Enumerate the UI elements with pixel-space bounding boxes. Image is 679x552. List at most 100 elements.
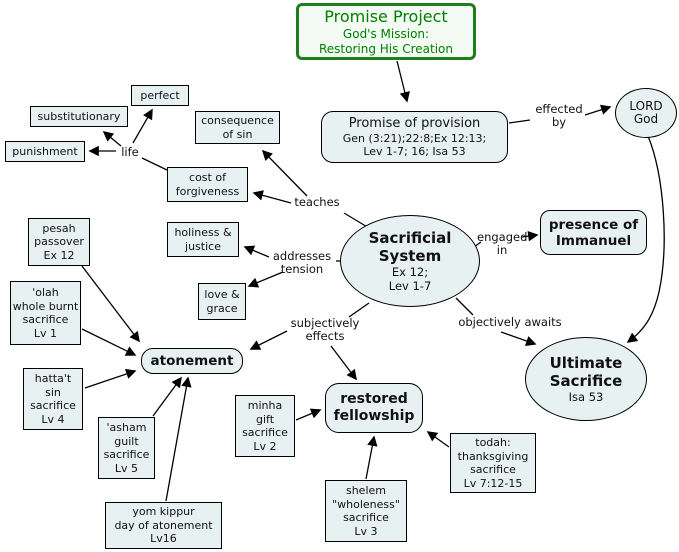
link-label-objectively-awaits[interactable]: objectively awaits: [455, 316, 565, 329]
node-todah-thanksgiving[interactable]: todah: thanksgiving sacrifice Lv 7:12-15: [450, 433, 536, 493]
edge-sacrificial-to-objectively: [455, 297, 474, 316]
link-label-subjectively-effects[interactable]: subjectively effects: [286, 317, 364, 343]
link-label-text: in: [496, 243, 508, 257]
node-text: substitutionary: [37, 109, 121, 123]
node-text: God's Mission:: [342, 26, 430, 41]
node-text: sin: [45, 385, 61, 399]
node-text: Isa 53: [568, 390, 604, 404]
link-label-addresses-tension[interactable]: addresses tension: [268, 250, 336, 276]
link-label-effected-by[interactable]: effected by: [531, 103, 587, 129]
node-lord-god[interactable]: LORD God: [615, 88, 677, 138]
edge-hattat-to-atonement: [84, 368, 137, 389]
node-minha-gift[interactable]: minha gift sacrifice Lv 2: [235, 395, 295, 457]
edge-sacrificial-to-subjectively: [348, 302, 370, 318]
node-asham-guilt[interactable]: 'asham guilt sacrifice Lv 5: [98, 417, 155, 479]
node-text: hatta't: [34, 372, 72, 385]
node-text: Lv 4: [41, 412, 65, 426]
node-text: Promise Project: [324, 6, 448, 26]
link-label-teaches[interactable]: teaches: [290, 196, 344, 209]
node-text: grace: [206, 301, 238, 315]
node-text: presence of: [548, 216, 639, 233]
node-text: Sacrifice: [549, 372, 623, 390]
edge-teaches-to-cost: [252, 190, 292, 204]
node-text: whole burnt: [12, 299, 79, 313]
link-label-text: by: [551, 115, 567, 129]
node-love-grace[interactable]: love & grace: [198, 283, 246, 320]
node-text: thanksgiving: [457, 449, 529, 463]
node-presence-of-immanuel[interactable]: presence of Immanuel: [540, 210, 647, 255]
edge-pesah-to-atonement: [81, 265, 140, 343]
node-substitutionary[interactable]: substitutionary: [30, 106, 128, 127]
node-text: Restoring His Creation: [319, 41, 453, 56]
link-label-text: objectively awaits: [458, 315, 562, 329]
edge-yomkippur-to-atonement: [165, 376, 192, 502]
edge-life-to-substitutionary: [102, 131, 122, 147]
node-promise-project[interactable]: Promise Project God's Mission: Restoring…: [296, 3, 476, 60]
node-text: 'olah: [32, 286, 59, 299]
node-text: Lv 3: [354, 524, 378, 538]
node-ultimate-sacrifice[interactable]: Ultimate Sacrifice Isa 53: [525, 337, 647, 421]
node-text: Lv 5: [114, 461, 139, 475]
node-text: cost of: [189, 171, 226, 184]
node-text: Promise of provision: [348, 115, 481, 131]
node-hattat-sin[interactable]: hatta't sin sacrifice Lv 4: [23, 368, 83, 430]
node-holiness-justice[interactable]: holiness & justice: [167, 222, 239, 257]
edge-objectively-to-ultimate: [500, 331, 537, 346]
node-text: Ex 12: [43, 248, 75, 262]
node-text: Gen (3:21);22:8;Ex 12:13;: [342, 131, 487, 145]
link-label-engaged-in[interactable]: engaged in: [477, 231, 527, 257]
node-text: shelem: [345, 484, 386, 497]
node-restored-fellowship[interactable]: restored fellowship: [325, 383, 423, 433]
node-text: Ultimate: [549, 354, 623, 372]
edge-life-to-perfect: [132, 108, 153, 144]
node-text: sacrifice: [242, 426, 288, 439]
edge-cost-to-life: [141, 157, 168, 171]
node-promise-of-provision[interactable]: Promise of provision Gen (3:21);22:8;Ex …: [321, 111, 508, 163]
edge-subjectively-to-restored: [330, 345, 357, 381]
node-punishment[interactable]: punishment: [5, 141, 85, 162]
node-text: Lv 7:12-15: [463, 476, 523, 490]
node-text: todah:: [475, 436, 511, 449]
node-text: holiness &: [174, 226, 232, 239]
edge-subjectively-to-atonement: [249, 330, 288, 350]
node-text: Lv 1: [33, 326, 58, 340]
link-label-text: effects: [305, 329, 345, 343]
link-label-text: life: [121, 145, 139, 159]
link-label-life[interactable]: life: [117, 146, 143, 159]
edge-project-to-provision: [396, 60, 410, 103]
node-text: sacrifice: [103, 448, 150, 461]
node-atonement[interactable]: atonement: [141, 348, 243, 374]
node-text: justice: [185, 239, 221, 253]
node-text: guilt: [114, 434, 139, 448]
node-text: LORD: [629, 98, 663, 113]
node-text: God: [633, 112, 659, 126]
node-text: punishment: [12, 144, 78, 158]
node-perfect[interactable]: perfect: [131, 85, 189, 106]
node-text: gift: [255, 412, 275, 426]
node-olah-whole-burnt[interactable]: 'olah whole burnt sacrifice Lv 1: [10, 281, 81, 345]
node-text: day of atonement: [114, 518, 213, 532]
edge-shelem-to-restored: [365, 435, 378, 480]
node-text: System: [378, 247, 442, 265]
node-text: consequence: [201, 114, 274, 127]
node-cost-of-forgiveness[interactable]: cost of forgiveness: [167, 167, 248, 202]
node-text: of sin: [222, 127, 253, 141]
link-label-text: subjectively: [290, 316, 360, 330]
node-yom-kippur[interactable]: yom kippur day of atonement Lv16: [105, 502, 222, 549]
node-pesah-passover[interactable]: pesah passover Ex 12: [28, 218, 90, 266]
node-text: Lv 2: [253, 439, 277, 453]
node-sacrificial-system[interactable]: Sacrificial System Ex 12; Lev 1-7: [340, 215, 480, 307]
link-label-text: effected: [535, 102, 583, 116]
node-text: passover: [34, 235, 84, 249]
node-text: yom kippur: [132, 505, 195, 519]
edge-olah-to-atonement: [81, 328, 137, 356]
node-text: minha: [247, 399, 283, 412]
node-text: sacrifice: [22, 313, 69, 326]
node-text: perfect: [140, 88, 180, 102]
node-consequence-of-sin[interactable]: consequence of sin: [195, 111, 280, 144]
edge-effectedby-to-lordgod: [584, 104, 612, 116]
node-text: atonement: [150, 353, 234, 369]
node-text: Immanuel: [555, 232, 632, 249]
node-shelem-wholeness[interactable]: shelem "wholeness" sacrifice Lv 3: [325, 480, 407, 542]
node-text: fellowship: [333, 408, 415, 424]
